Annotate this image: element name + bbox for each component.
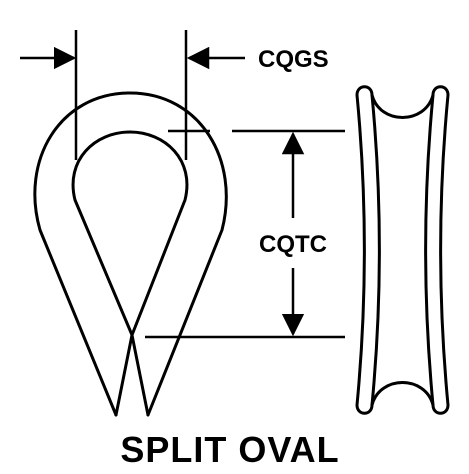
thimble-split-right-leg <box>130 333 150 417</box>
thimble-split-left-leg <box>114 333 134 417</box>
thimble-side-inner-right <box>424 93 435 407</box>
diagram-title: SPLIT OVAL <box>120 429 339 470</box>
thimble-side-inner-left <box>370 93 381 407</box>
thimble-inner-eye <box>71 130 189 337</box>
thimble-side-profile <box>355 85 450 415</box>
cqtc-label: CQTC <box>259 231 327 258</box>
cqgs-label: CQGS <box>258 46 329 73</box>
thimble-outer-outline <box>33 91 228 417</box>
